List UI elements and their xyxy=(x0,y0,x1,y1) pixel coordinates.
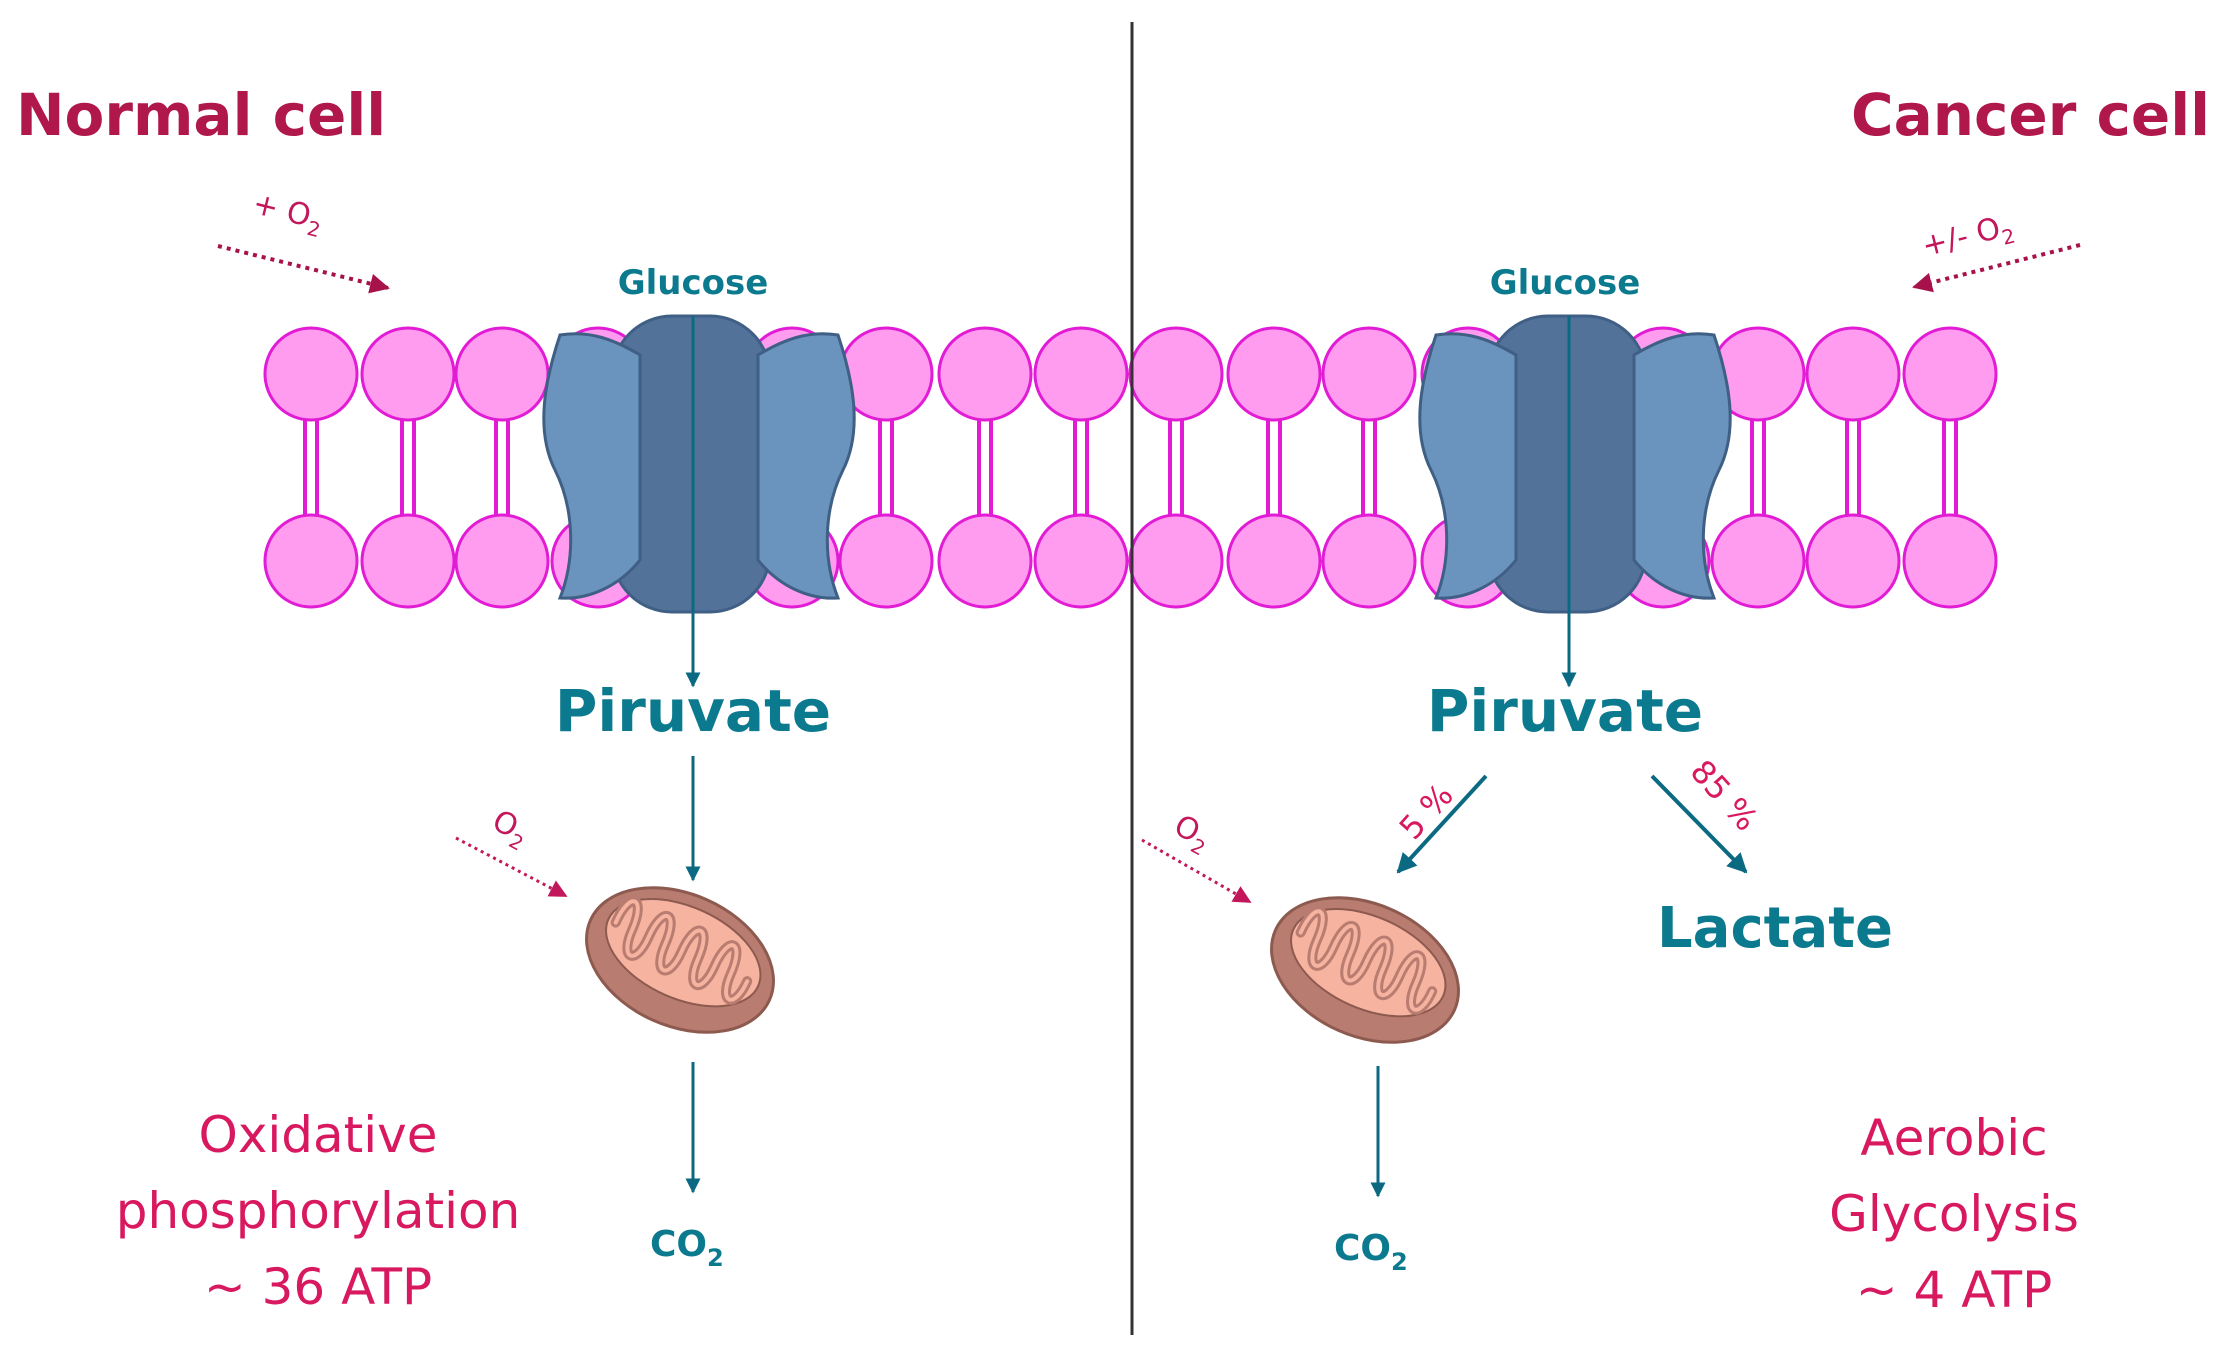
lipid-head xyxy=(454,326,550,422)
piruvate-to-lactate-arrow xyxy=(1650,774,1748,874)
percent-mito-label: 5 % xyxy=(1392,776,1461,847)
lactate-label: Lactate xyxy=(1657,896,1893,961)
lipid-head xyxy=(360,513,456,609)
process-line-3-left: ~ 36 ATP xyxy=(204,1258,432,1316)
lipid-head xyxy=(937,326,1033,422)
title-cancer-cell: Cancer cell xyxy=(1851,81,2210,149)
mito-o2-label-left: O2 xyxy=(484,803,535,855)
process-line-3-right: ~ 4 ATP xyxy=(1856,1261,2053,1319)
percent-lactate-label: 85 % xyxy=(1683,752,1766,838)
lipid-head xyxy=(1226,326,1322,422)
lipid-head xyxy=(838,513,934,609)
lipid-head xyxy=(454,513,550,609)
co2-label-right: CO2 xyxy=(1334,1228,1408,1276)
lipid-head xyxy=(263,326,359,422)
lipid-head xyxy=(1033,326,1129,422)
mitochondrion-left xyxy=(564,860,797,1060)
process-line-1-right: Aerobic xyxy=(1860,1109,2047,1167)
lipid-head xyxy=(937,513,1033,609)
lipid-head xyxy=(263,513,359,609)
o2-inflow-arrow-left xyxy=(217,244,390,294)
mito-o2-label-right: O2 xyxy=(1166,808,1217,860)
lipid-head xyxy=(360,326,456,422)
lipid-head xyxy=(1321,326,1417,422)
co2-label-left: CO2 xyxy=(650,1224,724,1272)
process-label-right: Aerobic Glycolysis ~ 4 ATP xyxy=(1829,1109,2079,1319)
lipid-head xyxy=(1128,326,1224,422)
mitochondrion-right xyxy=(1249,870,1482,1070)
lipid-head xyxy=(1902,513,1998,609)
lipid-head xyxy=(1226,513,1322,609)
piruvate-to-mito-arrow-right xyxy=(1396,774,1488,874)
lipid-head xyxy=(1805,513,1901,609)
lipid-head xyxy=(1128,513,1224,609)
piruvate-label-left: Piruvate xyxy=(555,677,831,745)
process-line-1-left: Oxidative xyxy=(198,1106,437,1164)
glucose-transporter-left xyxy=(542,314,856,614)
lipid-head xyxy=(1710,513,1806,609)
o2-inflow-label-left: + O2 xyxy=(248,186,327,242)
title-normal-cell: Normal cell xyxy=(16,81,386,149)
glucose-label-right: Glucose xyxy=(1490,263,1641,303)
lipid-head xyxy=(1902,326,1998,422)
o2-inflow-label-right: +/- O2 xyxy=(1919,208,2018,269)
piruvate-label-right: Piruvate xyxy=(1427,677,1703,745)
glucose-label-left: Glucose xyxy=(618,263,769,303)
process-line-2-left: phosphorylation xyxy=(116,1182,521,1240)
lipid-head xyxy=(1033,513,1129,609)
process-label-left: Oxidative phosphorylation ~ 36 ATP xyxy=(116,1106,521,1316)
lipid-head xyxy=(1805,326,1901,422)
o2-inflow-arrow-right xyxy=(1912,243,2081,293)
process-line-2-right: Glycolysis xyxy=(1829,1185,2079,1243)
glucose-transporter-right xyxy=(1418,314,1732,614)
lipid-head xyxy=(1321,513,1417,609)
